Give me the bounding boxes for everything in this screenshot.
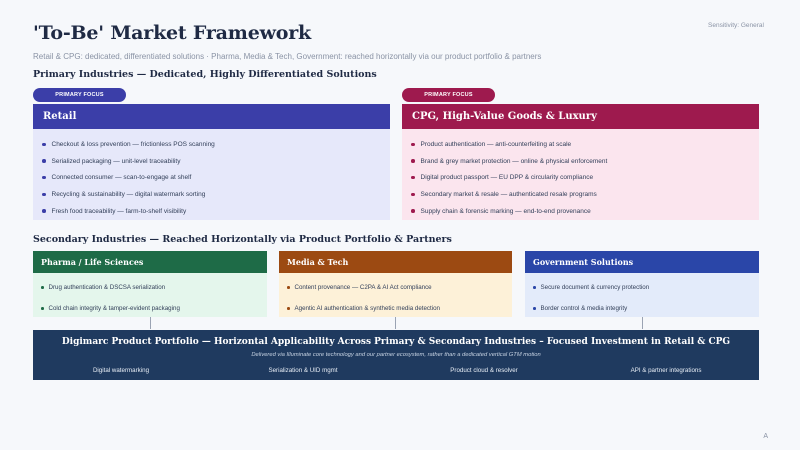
secondary-card-media: Media & Tech Content provenance — C2PA &… — [279, 251, 512, 317]
list-item: Checkout & loss prevention — frictionles… — [42, 136, 390, 153]
list-item-text: Border control & media integrity — [540, 305, 628, 312]
portfolio-item: Digital watermarking — [92, 367, 150, 374]
bullet-icon — [287, 307, 290, 310]
page-subtitle: Retail & CPG: dedicated, differentiated … — [33, 52, 542, 61]
portfolio-title: Digimarc Product Portfolio — Horizontal … — [61, 337, 731, 347]
list-item: Connected consumer — scan-to-engage at s… — [42, 169, 390, 186]
secondary-section-heading: Secondary Industries — Reached Horizonta… — [33, 234, 452, 245]
list-item: Border control & media integrity — [533, 298, 759, 319]
list-item: Drug authentication & DSCSA serializatio… — [41, 277, 267, 298]
primary-card-retail: Retail Checkout & loss prevention — fric… — [33, 104, 390, 220]
bullet-icon — [42, 142, 46, 147]
list-item: Brand & grey market protection — online … — [411, 153, 759, 170]
card-body: Checkout & loss prevention — frictionles… — [33, 129, 390, 219]
bullet-icon — [411, 142, 415, 147]
portfolio-item: Serialization & UID mgmt — [268, 367, 338, 374]
list-item-text: Digital product passport — EU DPP & circ… — [420, 174, 594, 182]
list-item-text: Serialized packaging — unit-level tracea… — [51, 157, 181, 165]
primary-card-cpg: CPG, High-Value Goods & Luxury Product a… — [402, 104, 759, 220]
bullet-icon — [533, 307, 536, 310]
portfolio-banner: Digimarc Product Portfolio — Horizontal … — [33, 330, 759, 380]
connector-line — [150, 317, 151, 329]
list-item-text: Drug authentication & DSCSA serializatio… — [48, 284, 166, 291]
list-item-text: Supply chain & forensic marking — end-to… — [420, 207, 591, 215]
primary-focus-badge-cpg: PRIMARY FOCUS — [402, 88, 495, 102]
card-body: Drug authentication & DSCSA serializatio… — [33, 273, 267, 319]
bullet-icon — [42, 175, 46, 180]
card-body: Content provenance — C2PA & AI Act compl… — [279, 273, 512, 319]
list-item-text: Recycling & sustainability — digital wat… — [51, 190, 206, 198]
list-item-text: Fresh food traceability — farm-to-shelf … — [51, 207, 187, 215]
list-item: Fresh food traceability — farm-to-shelf … — [42, 203, 390, 220]
bullet-icon — [533, 286, 536, 289]
list-item-text: Checkout & loss prevention — frictionles… — [51, 140, 215, 148]
secondary-card-pharma: Pharma / Life Sciences Drug authenticati… — [33, 251, 267, 317]
list-item-text: Content provenance — C2PA & AI Act compl… — [294, 284, 432, 291]
bullet-icon — [287, 286, 290, 289]
card-header: CPG, High-Value Goods & Luxury — [402, 104, 759, 129]
list-item-text: Product authentication — anti-counterfei… — [420, 140, 572, 148]
list-item-text: Brand & grey market protection — online … — [420, 157, 608, 165]
card-header: Government Solutions — [525, 251, 759, 273]
list-item-text: Secondary market & resale — authenticate… — [420, 190, 597, 198]
list-item: Cold chain integrity & tamper-evident pa… — [41, 298, 267, 319]
list-item: Secondary market & resale — authenticate… — [411, 186, 759, 203]
bullet-icon — [411, 159, 415, 163]
portfolio-item: Product cloud & resolver — [450, 367, 518, 374]
card-header: Retail — [33, 104, 390, 129]
portfolio-subtitle: Delivered via Illuminate core technology… — [251, 352, 541, 358]
list-item: Supply chain & forensic marking — end-to… — [411, 203, 759, 220]
bullet-icon — [411, 175, 415, 180]
connector-line — [395, 317, 396, 329]
bullet-icon — [42, 192, 46, 197]
secondary-card-government: Government Solutions Secure document & c… — [525, 251, 759, 317]
bullet-icon — [41, 307, 44, 310]
primary-focus-badge-retail: PRIMARY FOCUS — [33, 88, 126, 102]
list-item: Agentic AI authentication & synthetic me… — [287, 298, 512, 319]
sensitivity-label: Sensitivity: General — [708, 22, 764, 29]
card-body: Product authentication — anti-counterfei… — [402, 129, 759, 219]
list-item: Recycling & sustainability — digital wat… — [42, 186, 390, 203]
card-body: Secure document & currency protection Bo… — [525, 273, 759, 319]
card-header: Media & Tech — [279, 251, 512, 273]
list-item: Product authentication — anti-counterfei… — [411, 136, 759, 153]
portfolio-item: API & partner integrations — [630, 367, 702, 374]
bullet-icon — [411, 192, 415, 197]
primary-section-heading: Primary Industries — Dedicated, Highly D… — [33, 69, 377, 80]
connector-line — [642, 317, 643, 329]
list-item: Serialized packaging — unit-level tracea… — [42, 153, 390, 170]
bullet-icon — [411, 209, 415, 213]
list-item-text: Connected consumer — scan-to-engage at s… — [51, 174, 192, 182]
bullet-icon — [41, 286, 44, 289]
list-item-text: Agentic AI authentication & synthetic me… — [294, 305, 441, 312]
bullet-icon — [42, 209, 46, 213]
list-item-text: Secure document & currency protection — [540, 284, 650, 291]
list-item: Content provenance — C2PA & AI Act compl… — [287, 277, 512, 298]
list-item: Digital product passport — EU DPP & circ… — [411, 169, 759, 186]
list-item-text: Cold chain integrity & tamper-evident pa… — [48, 305, 180, 312]
page-title: 'To-Be' Market Framework — [33, 22, 311, 44]
bullet-icon — [42, 159, 46, 163]
list-item: Secure document & currency protection — [533, 277, 759, 298]
card-header: Pharma / Life Sciences — [33, 251, 267, 273]
page-number: A — [763, 433, 768, 440]
